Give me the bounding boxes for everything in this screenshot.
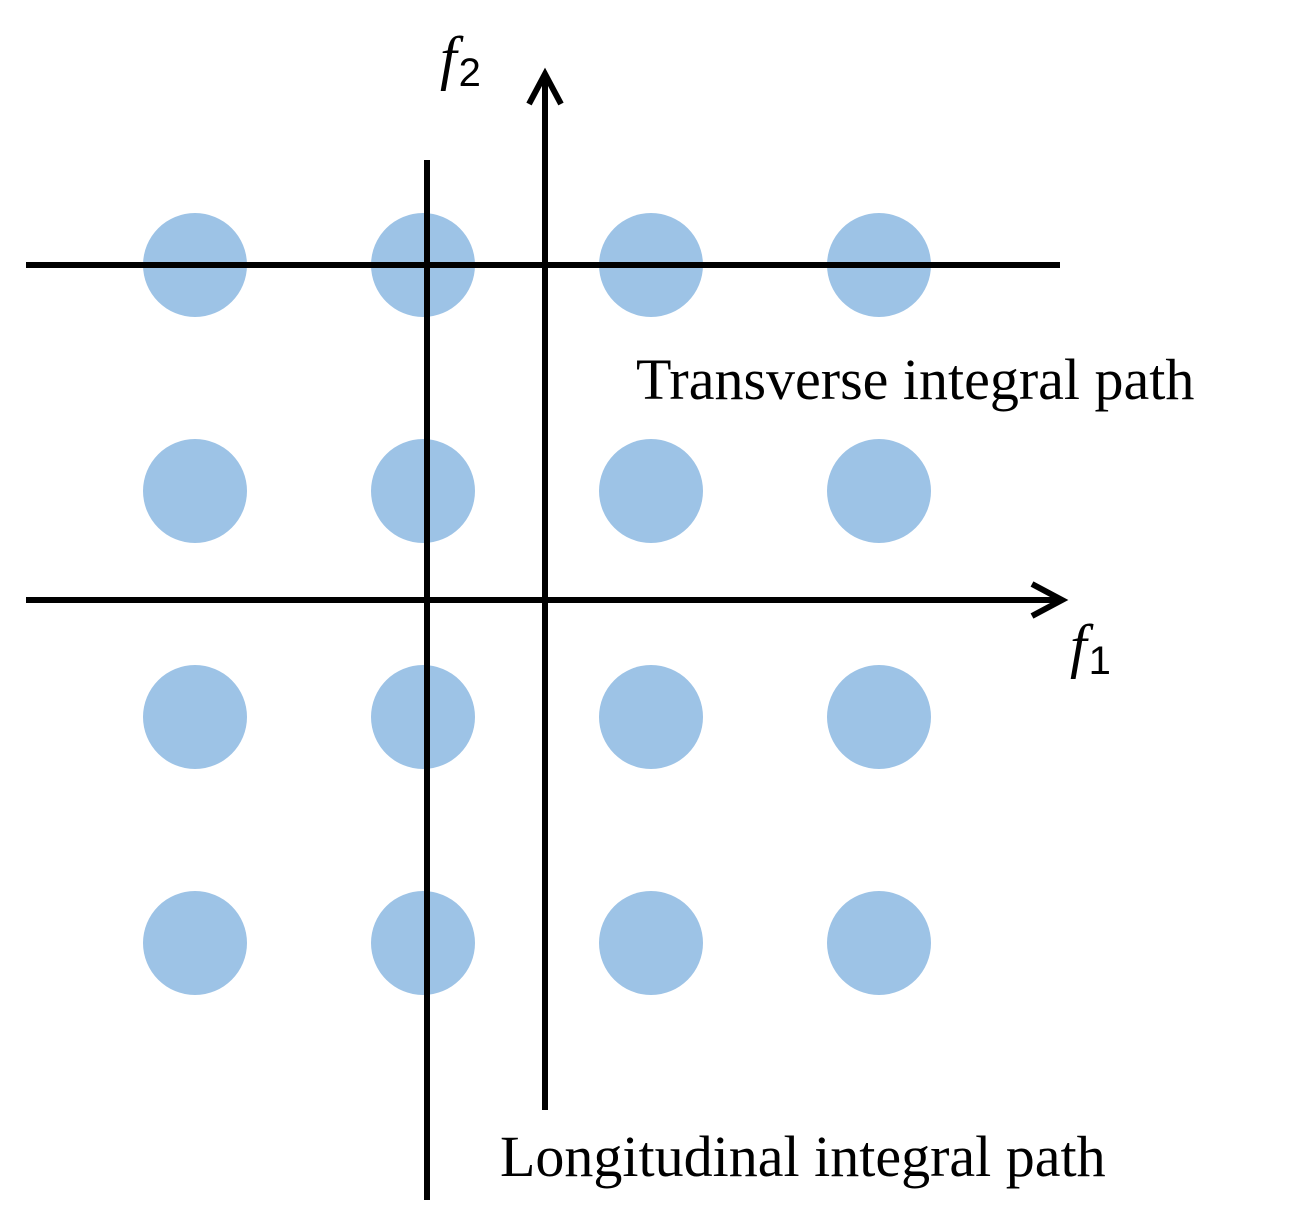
- lattice-point: [371, 439, 475, 543]
- f1-axis-label: f1: [1070, 613, 1111, 683]
- longitudinal-integral-path-label: Longitudinal integral path: [500, 1124, 1106, 1189]
- f1-axis-arrowhead: [1030, 581, 1069, 619]
- lattice-point: [827, 665, 931, 769]
- f1-axis-subscript: 1: [1089, 639, 1111, 683]
- lattice-point: [143, 891, 247, 995]
- transverse-integral-path-label: Transverse integral path: [636, 347, 1194, 412]
- lattice-point: [143, 665, 247, 769]
- lattice-points: [143, 213, 931, 995]
- f2-axis-arrowhead: [526, 67, 564, 106]
- lattice-point: [599, 665, 703, 769]
- lattice-point: [599, 891, 703, 995]
- f2-axis-label: f2: [440, 25, 481, 95]
- lattice-point: [143, 439, 247, 543]
- lattice-point: [599, 439, 703, 543]
- lattice-point: [371, 665, 475, 769]
- lattice-point: [827, 439, 931, 543]
- f2-axis-subscript: 2: [459, 51, 481, 95]
- lattice-point: [371, 891, 475, 995]
- lattice-point: [827, 891, 931, 995]
